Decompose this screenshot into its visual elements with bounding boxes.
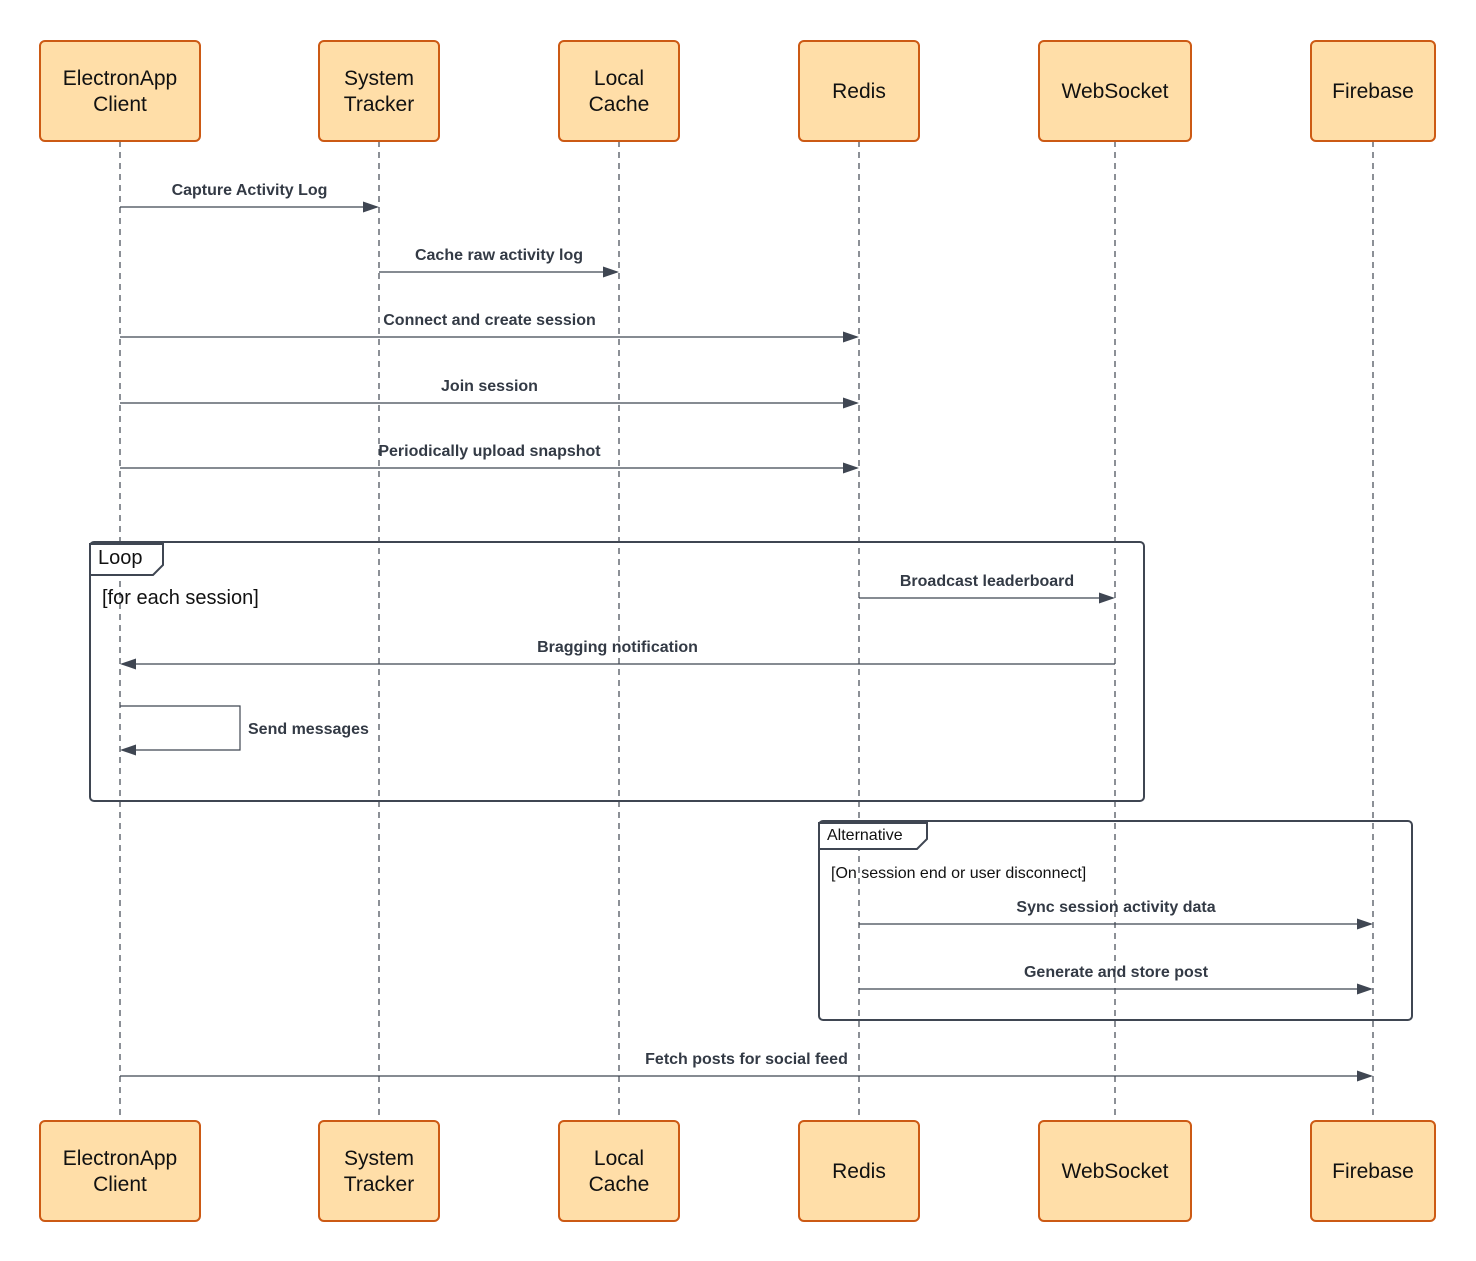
message-5[interactable]: Periodically upload snapshot bbox=[120, 443, 859, 474]
actor-label: Cache bbox=[589, 93, 650, 116]
fragment-tab bbox=[89, 543, 164, 576]
message-3[interactable]: Connect and create session bbox=[120, 312, 859, 343]
actor-box bbox=[798, 40, 920, 142]
self-message-line bbox=[120, 705, 241, 751]
actor-box bbox=[1310, 1120, 1436, 1222]
actor-label: Client bbox=[93, 1173, 147, 1196]
actor-box bbox=[39, 40, 201, 142]
arrow-head bbox=[120, 744, 136, 756]
actor-label: Local bbox=[594, 67, 644, 90]
message-8[interactable]: Send messages bbox=[120, 705, 369, 756]
message-9[interactable]: Sync session activity data bbox=[859, 899, 1373, 930]
actor-firebase-bottom[interactable]: Firebase bbox=[1310, 1120, 1436, 1222]
actor-firebase-top[interactable]: Firebase bbox=[1310, 40, 1436, 142]
fragment-alt: Alternative [On session end or user disco… bbox=[818, 820, 1413, 1021]
fragment-loop: Loop [for each session] bbox=[89, 541, 1145, 802]
actor-websocket-bottom[interactable]: WebSocket bbox=[1038, 1120, 1192, 1222]
actor-label: System bbox=[344, 67, 414, 90]
arrow-head bbox=[1357, 918, 1373, 930]
fragment-guard: [On session end or user disconnect] bbox=[831, 865, 1086, 882]
actor-label: System bbox=[344, 1147, 414, 1170]
arrow-head bbox=[120, 658, 136, 670]
message-label: Generate and store post bbox=[1024, 964, 1209, 981]
actor-label: Tracker bbox=[344, 1173, 414, 1196]
fragment-label: Loop bbox=[98, 547, 143, 569]
fragment-tab bbox=[818, 822, 928, 850]
message-label: Capture Activity Log bbox=[172, 182, 328, 199]
message-1[interactable]: Capture Activity Log bbox=[120, 182, 379, 213]
arrow-head bbox=[363, 201, 379, 213]
message-7[interactable]: Bragging notification bbox=[120, 639, 1115, 670]
message-label: Sync session activity data bbox=[1016, 899, 1215, 916]
message-label: Fetch posts for social feed bbox=[645, 1051, 848, 1068]
message-6[interactable]: Broadcast leaderboard bbox=[859, 573, 1115, 604]
actor-box bbox=[39, 1120, 201, 1222]
fragment-border bbox=[89, 541, 1145, 802]
fragment-guard: [for each session] bbox=[102, 587, 259, 609]
actor-redis-top[interactable]: Redis bbox=[798, 40, 920, 142]
arrow-head bbox=[1357, 983, 1373, 995]
actor-label: Tracker bbox=[344, 93, 414, 116]
message-10[interactable]: Generate and store post bbox=[859, 964, 1373, 995]
actor-redis-bottom[interactable]: Redis bbox=[798, 1120, 920, 1222]
message-label: Broadcast leaderboard bbox=[900, 573, 1074, 590]
actor-label: Firebase bbox=[1332, 80, 1414, 103]
actor-label: Firebase bbox=[1332, 1160, 1414, 1183]
message-label: Bragging notification bbox=[537, 639, 698, 656]
actor-label: Redis bbox=[832, 80, 886, 103]
actor-label: Redis bbox=[832, 1160, 886, 1183]
arrow-head bbox=[1099, 592, 1115, 604]
actor-label: WebSocket bbox=[1062, 80, 1169, 103]
message-2[interactable]: Cache raw activity log bbox=[379, 247, 619, 278]
actor-label: ElectronApp bbox=[63, 67, 177, 90]
actor-websocket-top[interactable]: WebSocket bbox=[1038, 40, 1192, 142]
message-4[interactable]: Join session bbox=[120, 378, 859, 409]
actor-label: Client bbox=[93, 93, 147, 116]
arrow-head bbox=[843, 397, 859, 409]
fragment-label: Alternative bbox=[827, 827, 903, 844]
actor-box bbox=[1038, 40, 1192, 142]
arrow-head bbox=[1357, 1070, 1373, 1082]
actor-box bbox=[1310, 40, 1436, 142]
actor-box bbox=[558, 1120, 680, 1222]
arrow-head bbox=[843, 462, 859, 474]
actor-box bbox=[558, 40, 680, 142]
arrow-head bbox=[603, 266, 619, 278]
message-label: Connect and create session bbox=[383, 312, 596, 329]
actor-label: WebSocket bbox=[1062, 1160, 1169, 1183]
fragment-border bbox=[818, 820, 1413, 1021]
actor-label: Local bbox=[594, 1147, 644, 1170]
actor-label: Cache bbox=[589, 1173, 650, 1196]
message-11[interactable]: Fetch posts for social feed bbox=[120, 1051, 1373, 1082]
actor-box bbox=[318, 1120, 440, 1222]
message-label: Send messages bbox=[248, 721, 369, 738]
arrow-head bbox=[843, 331, 859, 343]
actor-box bbox=[318, 40, 440, 142]
message-label: Periodically upload snapshot bbox=[378, 443, 601, 460]
actor-box bbox=[1038, 1120, 1192, 1222]
actor-box bbox=[798, 1120, 920, 1222]
message-label: Join session bbox=[441, 378, 538, 395]
actor-label: ElectronApp bbox=[63, 1147, 177, 1170]
message-label: Cache raw activity log bbox=[415, 247, 583, 264]
